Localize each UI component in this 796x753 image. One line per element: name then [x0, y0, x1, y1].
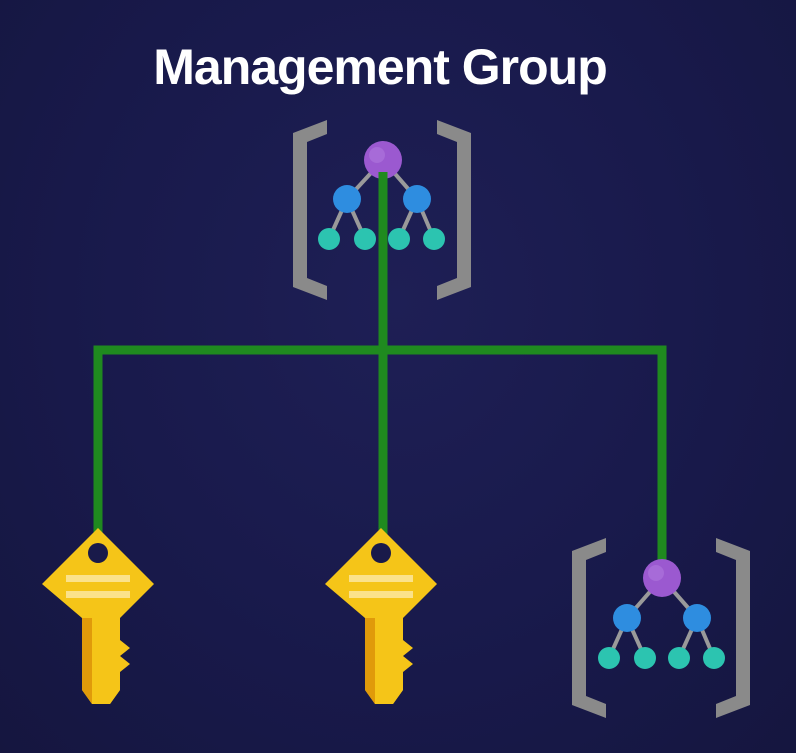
child-node-icon: [333, 185, 361, 213]
leaf-node-icon: [423, 228, 445, 250]
diagram-title: Management Group: [153, 39, 607, 95]
child-node-icon: [613, 604, 641, 632]
key-icon: [42, 528, 154, 704]
bracket-right-icon: [716, 538, 750, 718]
leaf-node-icon: [634, 647, 656, 669]
top-management-group-icon: [293, 120, 471, 300]
bracket-right-icon: [437, 120, 471, 300]
bracket-left-icon: [572, 538, 606, 718]
key-icon: [325, 528, 437, 704]
leaf-node-icon: [388, 228, 410, 250]
child-node-icon: [683, 604, 711, 632]
leaf-node-icon: [318, 228, 340, 250]
bracket-left-icon: [293, 120, 327, 300]
leaf-node-icon: [703, 647, 725, 669]
leaf-node-icon: [598, 647, 620, 669]
child-node-icon: [403, 185, 431, 213]
child-management-group-icon: [572, 538, 750, 718]
leaf-node-icon: [668, 647, 690, 669]
leaf-node-icon: [354, 228, 376, 250]
